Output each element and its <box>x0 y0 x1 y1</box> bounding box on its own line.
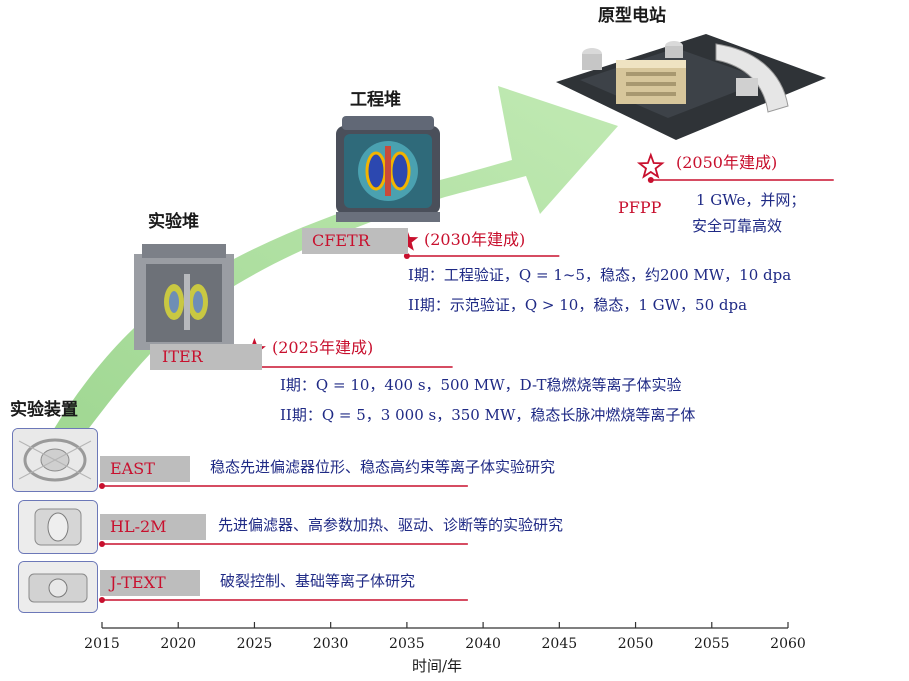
project-phase-pfpp-2: 安全可靠高效 <box>692 217 783 235</box>
jtext-device-image <box>18 561 98 613</box>
project-phase-cfetr-2: II期：示范验证，Q > 10，稳态，1 GW，50 dpa <box>408 296 748 314</box>
x-axis-title: 时间/年 <box>412 657 463 675</box>
x-tick-label-2020: 2020 <box>160 636 197 652</box>
project-star-pfpp <box>636 152 665 179</box>
hl2m-device-image <box>18 500 98 554</box>
project-phase-cfetr-1: I期：工程验证，Q = 1~5，稳态，约200 MW，10 dpa <box>408 266 792 284</box>
device-description-jtext: 破裂控制、基础等离子体研究 <box>220 572 416 590</box>
device-start-marker-jtext <box>99 597 105 603</box>
x-tick-label-2025: 2025 <box>236 636 273 652</box>
x-tick-label-2040: 2040 <box>465 636 501 652</box>
x-tick-label-2015: 2015 <box>84 636 120 652</box>
project-phase-iter-1: I期：Q = 10，400 s，500 MW，D-T稳燃烧等离子体实验 <box>280 376 682 394</box>
project-start-marker-cfetr <box>403 253 410 259</box>
x-tick-label-2050: 2050 <box>617 636 654 652</box>
device-description-east: 稳态先进偏滤器位形、稳态高约束等离子体实验研究 <box>210 458 556 476</box>
stage-label-experimental-reactor: 实验堆 <box>148 212 199 232</box>
project-tag-cfetr: CFETR <box>302 228 408 254</box>
east-device-image <box>12 428 98 492</box>
project-start-marker-pfpp <box>647 177 654 183</box>
device-tag-jtext: J-TEXT <box>100 570 200 596</box>
x-tick-label-2030: 2030 <box>312 636 349 652</box>
project-built-label-pfpp: (2050年建成) <box>676 153 778 172</box>
device-description-hl2m: 先进偏滤器、高参数加热、驱动、诊断等的实验研究 <box>218 516 564 534</box>
device-start-marker-hl2m <box>99 541 105 547</box>
project-phase-pfpp-1: 1 GWe，并网； <box>696 191 806 209</box>
cfetr-image <box>332 116 444 224</box>
x-tick-label-2060: 2060 <box>770 636 806 652</box>
iter-image <box>128 240 240 360</box>
growth-arrow <box>52 86 618 440</box>
device-tag-east: EAST <box>100 456 190 482</box>
device-tag-hl2m: HL-2M <box>100 514 206 540</box>
stage-label-engineering-reactor: 工程堆 <box>350 90 401 110</box>
project-tag-pfpp: PFPP <box>618 198 662 217</box>
stage-label-experiment-devices: 实验装置 <box>10 400 78 420</box>
project-phase-iter-2: II期：Q = 5，3 000 s，350 MW，稳态长脉冲燃烧等离子体 <box>280 406 696 424</box>
x-tick-label-2055: 2055 <box>693 636 730 652</box>
device-start-marker-east <box>99 483 105 489</box>
pfpp-plant-image <box>556 20 826 142</box>
project-tag-iter: ITER <box>150 344 262 370</box>
x-tick-label-2045: 2045 <box>541 636 578 652</box>
project-built-label-cfetr: (2030年建成) <box>424 230 526 249</box>
project-built-label-iter: (2025年建成) <box>272 338 374 357</box>
stage-label-prototype-plant: 原型电站 <box>598 6 666 26</box>
x-tick-label-2035: 2035 <box>389 636 425 652</box>
